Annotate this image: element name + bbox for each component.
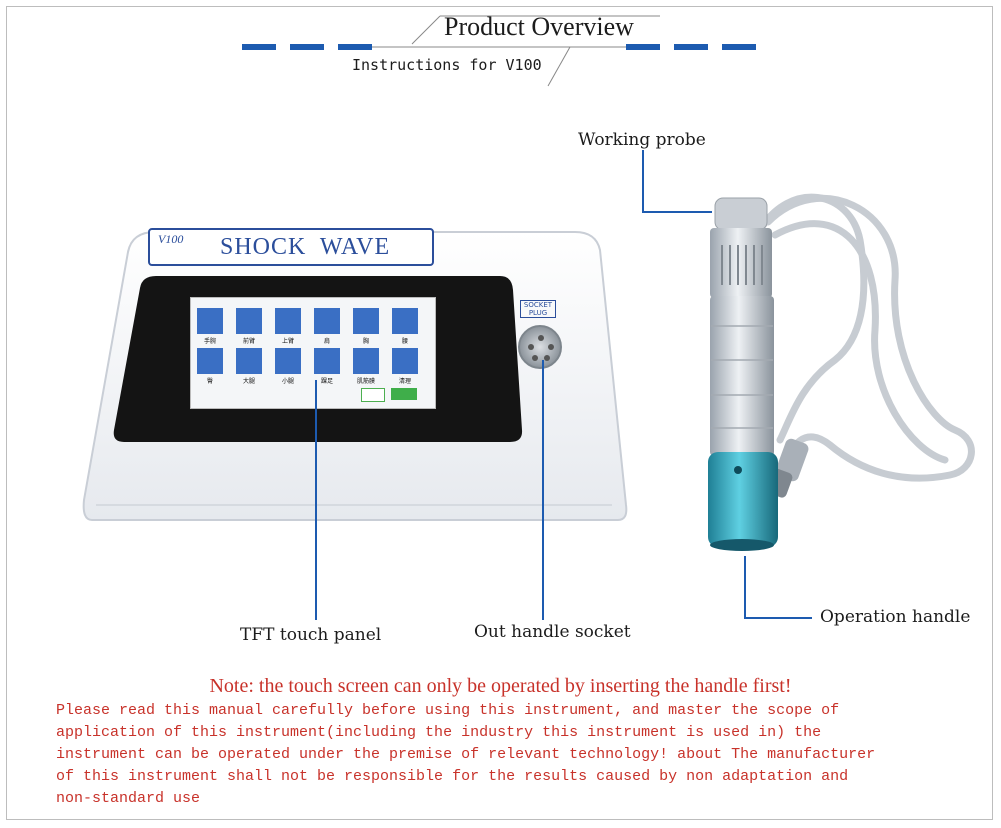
touch-screen[interactable]: 手腕 前臂 上臂 肩 胸 腰 臀 大腿 小腿 踝足 肌筋膜 清理	[190, 297, 436, 409]
screen-button-a[interactable]	[361, 388, 385, 402]
socket-pin	[548, 344, 554, 350]
screen-icon[interactable]	[392, 348, 418, 374]
operation-handle	[708, 197, 778, 551]
header-dash	[290, 44, 324, 50]
header-lines	[372, 15, 660, 87]
screen-icon[interactable]	[275, 308, 301, 334]
page-frame	[6, 6, 993, 820]
socket-pin	[528, 344, 534, 350]
callout-operation-handle: Operation handle	[820, 607, 971, 627]
page-title: Product Overview	[444, 12, 634, 41]
brand-panel: V100 SHOCK WAVE	[148, 228, 434, 266]
handle-socket[interactable]	[518, 325, 562, 369]
callout-lines	[315, 150, 812, 620]
screen-label-row: 臀 大腿 小腿 踝足 肌筋膜 清理	[206, 378, 411, 385]
screen-button-b[interactable]	[391, 388, 417, 400]
screen-icon[interactable]	[197, 308, 223, 334]
screen-icon[interactable]	[353, 348, 379, 374]
handle-cable	[756, 193, 975, 482]
callout-out-handle-socket: Out handle socket	[474, 622, 631, 642]
screen-icon-row	[197, 348, 418, 374]
page-subtitle: Instructions for V100	[352, 56, 542, 74]
socket-pin	[544, 355, 550, 361]
model-label: V100	[158, 232, 184, 246]
header-dash	[674, 44, 708, 50]
screen-icon[interactable]	[314, 308, 340, 334]
instruction-paragraph: Please read this manual carefully before…	[56, 702, 876, 807]
screen-icon[interactable]	[314, 348, 340, 374]
screen-icon[interactable]	[275, 348, 301, 374]
screen-icon[interactable]	[197, 348, 223, 374]
header-dash	[626, 44, 660, 50]
header-dash	[722, 44, 756, 50]
socket-pin	[538, 335, 544, 341]
socket-tag: SOCKET PLUG	[520, 300, 556, 318]
callout-tft-touch-panel: TFT touch panel	[240, 625, 382, 645]
screen-icon[interactable]	[392, 308, 418, 334]
socket-pin	[532, 355, 538, 361]
screen-icon[interactable]	[236, 348, 262, 374]
screen-icon[interactable]	[236, 308, 262, 334]
warning-note: Note: the touch screen can only be opera…	[209, 675, 792, 697]
callout-working-probe: Working probe	[578, 130, 706, 150]
header-dash	[338, 44, 372, 50]
handle-illustration	[315, 150, 975, 620]
screen-label-row: 手腕 前臂 上臂 肩 胸 腰	[203, 338, 408, 345]
screen-icon-row	[197, 308, 418, 334]
screen-icon[interactable]	[353, 308, 379, 334]
header-dash	[242, 44, 276, 50]
brand-label: SHOCK WAVE	[220, 234, 391, 260]
